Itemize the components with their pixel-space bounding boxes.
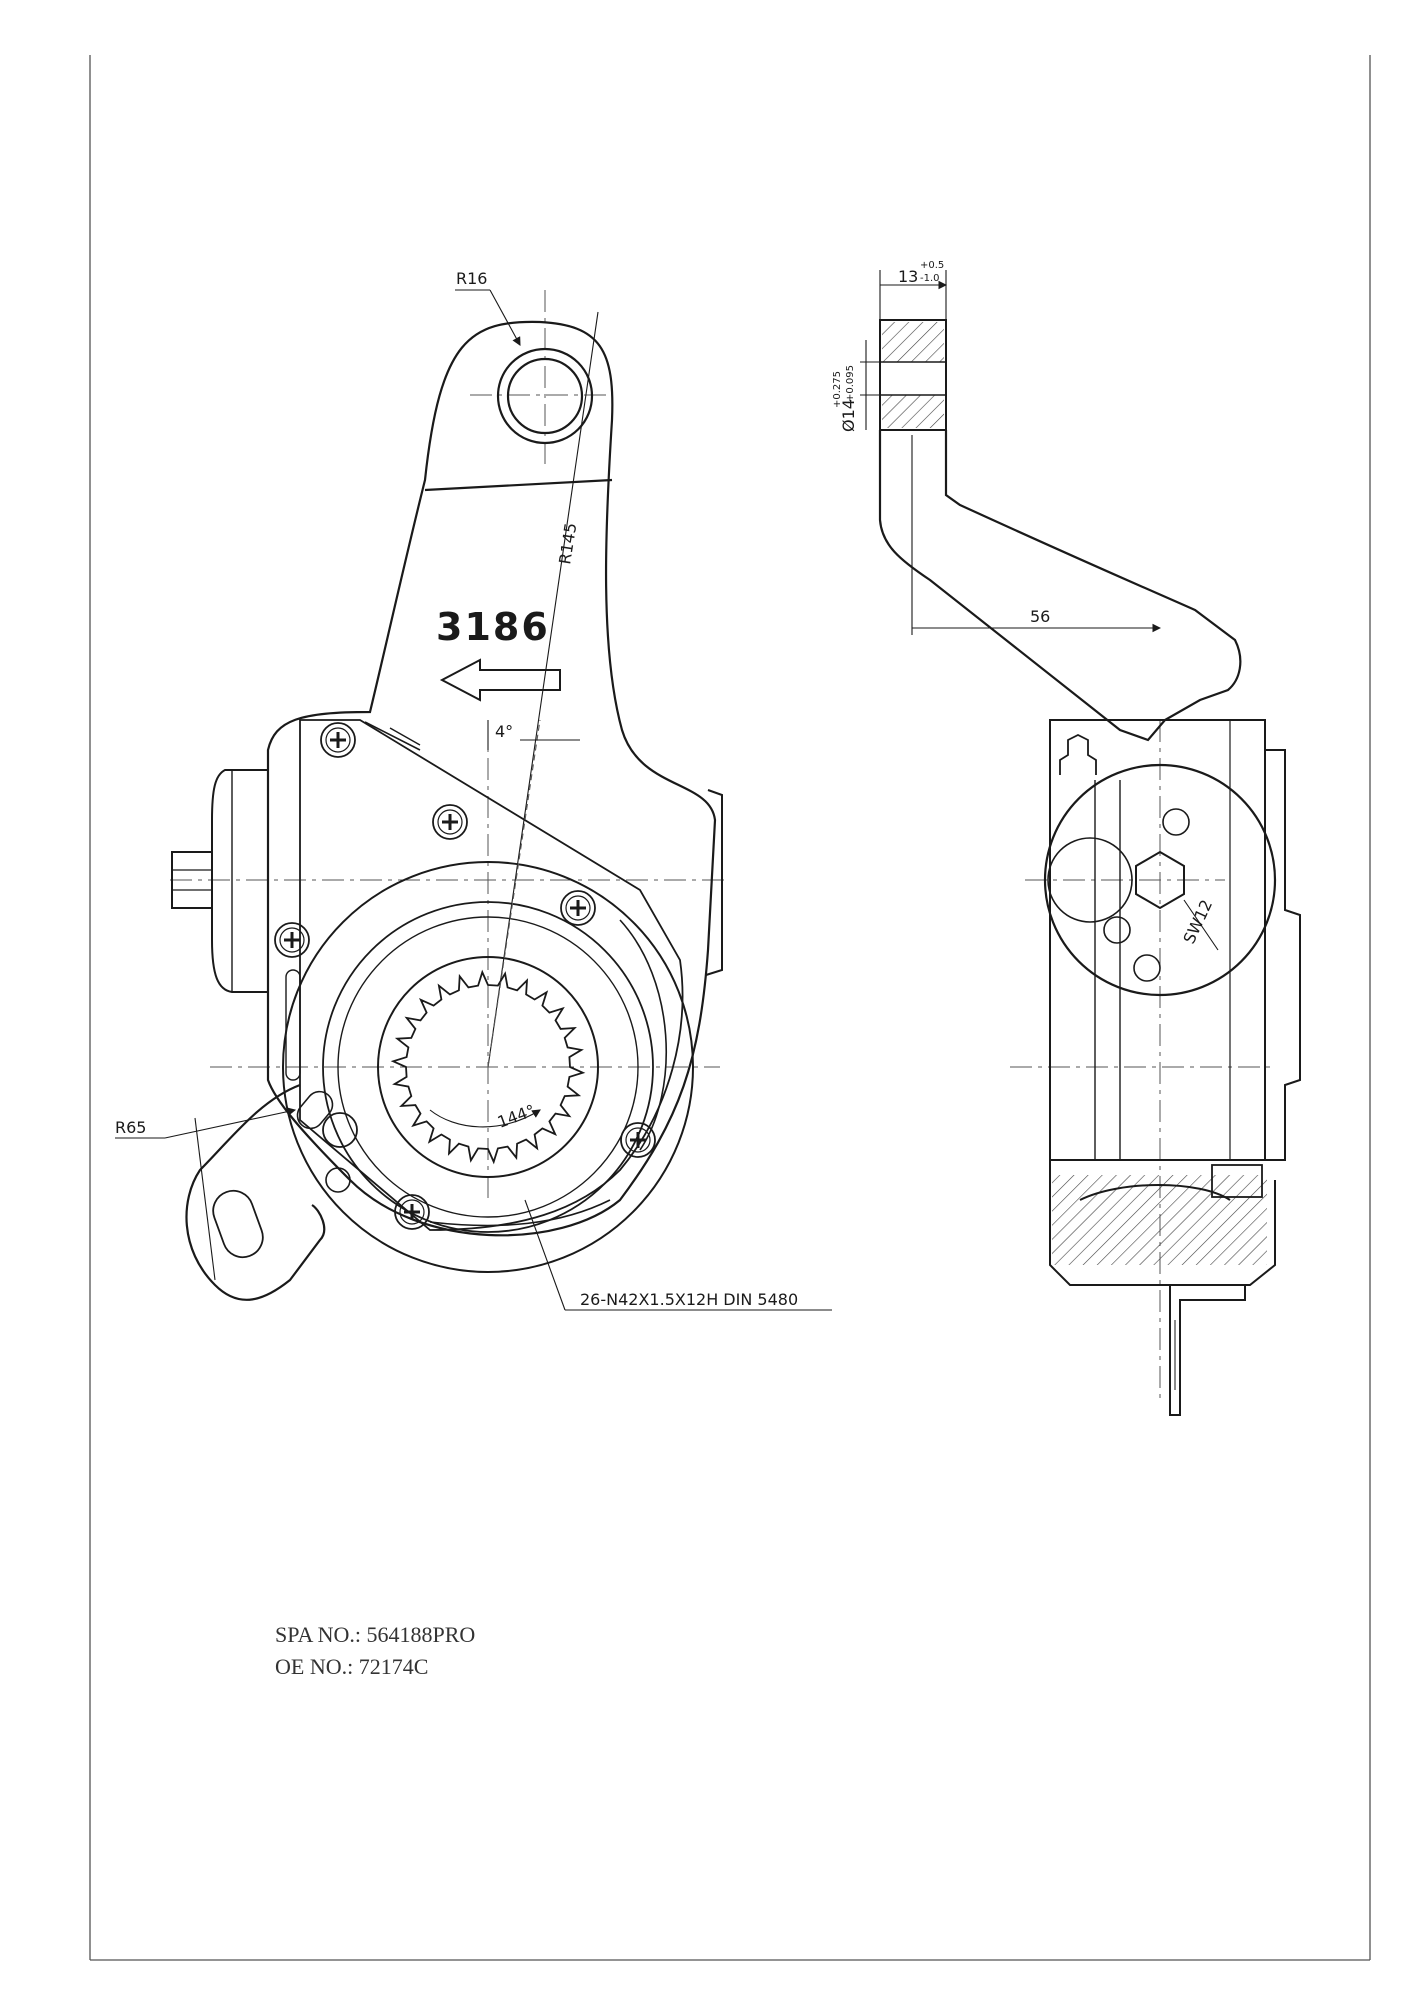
label-spline-spec: 26-N42X1.5X12H DIN 5480 xyxy=(580,1290,798,1309)
worm-housing xyxy=(211,769,268,993)
front-view xyxy=(115,289,832,1311)
side-eye-hatch-2 xyxy=(882,395,944,428)
adjust-nut xyxy=(171,851,213,909)
label-angle-small: 4° xyxy=(495,722,513,741)
label-bore-tol-plus: +0.275 xyxy=(832,371,843,408)
side-housing xyxy=(1148,719,1301,1161)
side-lower-hatch xyxy=(1052,1175,1267,1265)
spline-outer xyxy=(377,956,599,1178)
spline-teeth xyxy=(390,969,586,1165)
arm-outline xyxy=(266,320,717,1237)
housing-ring-outer xyxy=(282,861,694,1273)
label-bore-tol-minus: +0.095 xyxy=(845,365,856,402)
side-hole-3 xyxy=(1162,808,1190,836)
clevis-slot-2 xyxy=(296,1090,334,1130)
clevis-hole-2 xyxy=(325,1167,351,1193)
caption-oe-no: OE NO.: 72174C xyxy=(275,1654,428,1679)
caption-block: SPA NO.: 564188PRO OE NO.: 72174C xyxy=(275,1622,475,1679)
sheet-frame xyxy=(89,55,1371,1961)
clevis-hole-1 xyxy=(322,1112,358,1148)
caption-spa-no: SPA NO.: 564188PRO xyxy=(275,1622,475,1647)
side-dimension-lines xyxy=(860,270,1162,635)
side-center-lines xyxy=(1010,720,1270,1400)
clevis-arm xyxy=(185,1083,326,1301)
screw-icon xyxy=(394,1194,430,1230)
side-hole-1 xyxy=(1103,916,1131,944)
label-part-number: 3186 xyxy=(436,605,550,649)
right-boss xyxy=(705,789,723,976)
screw-icon xyxy=(274,922,310,958)
side-eye xyxy=(879,319,947,431)
label-offset: 56 xyxy=(1030,607,1050,626)
label-width-tol-minus: -1.0 xyxy=(920,273,940,284)
screw-icon xyxy=(620,1122,656,1158)
label-width-tol-plus: +0.5 xyxy=(920,260,944,271)
slot-arc-bottom xyxy=(429,1199,611,1227)
front-view-labels: R16 R145 3186 4° R65 144° 26-N42X1.5X12H… xyxy=(115,269,798,1309)
label-arm-radius: R145 xyxy=(555,522,580,566)
housing-ring-3 xyxy=(337,916,639,1218)
front-center-lines xyxy=(170,290,730,1200)
housing-ring-2 xyxy=(322,901,654,1233)
side-arm xyxy=(878,430,1242,742)
label-clevis-radius: R65 xyxy=(115,1118,146,1137)
side-view xyxy=(860,270,1301,1416)
label-spline-angle: 144° xyxy=(495,1101,538,1132)
screws xyxy=(274,722,656,1230)
side-hex-nut xyxy=(1135,850,1185,910)
side-bearing xyxy=(1079,1184,1231,1201)
label-bore: Ø14 xyxy=(839,399,858,432)
eye-inner xyxy=(506,357,584,435)
screw-icon xyxy=(320,722,356,758)
side-tab xyxy=(1169,1285,1246,1416)
screw-icon xyxy=(560,890,596,926)
grease-nipple xyxy=(1059,733,1097,775)
side-seal xyxy=(1211,1164,1263,1198)
side-lower xyxy=(1049,1160,1276,1286)
side-disc-inner xyxy=(1047,837,1133,923)
label-eye-radius: R16 xyxy=(456,269,487,288)
left-slot xyxy=(285,969,301,1081)
side-body xyxy=(1049,719,1266,1161)
label-width: 13 xyxy=(898,267,918,286)
side-eye-hatch xyxy=(882,322,944,362)
clevis-slot xyxy=(212,1189,264,1259)
side-hole-2 xyxy=(1133,954,1161,982)
slot-arc-right xyxy=(619,919,667,1151)
side-view-labels: 13 +0.5 -1.0 Ø14 +0.275 +0.095 56 SW12 xyxy=(832,260,1216,947)
eye-outer xyxy=(496,347,594,445)
front-dimension-lines xyxy=(115,289,832,1311)
cover-plate xyxy=(299,719,684,1231)
direction-arrow xyxy=(439,658,561,702)
screw-icon xyxy=(432,804,468,840)
side-disc xyxy=(1043,763,1277,997)
